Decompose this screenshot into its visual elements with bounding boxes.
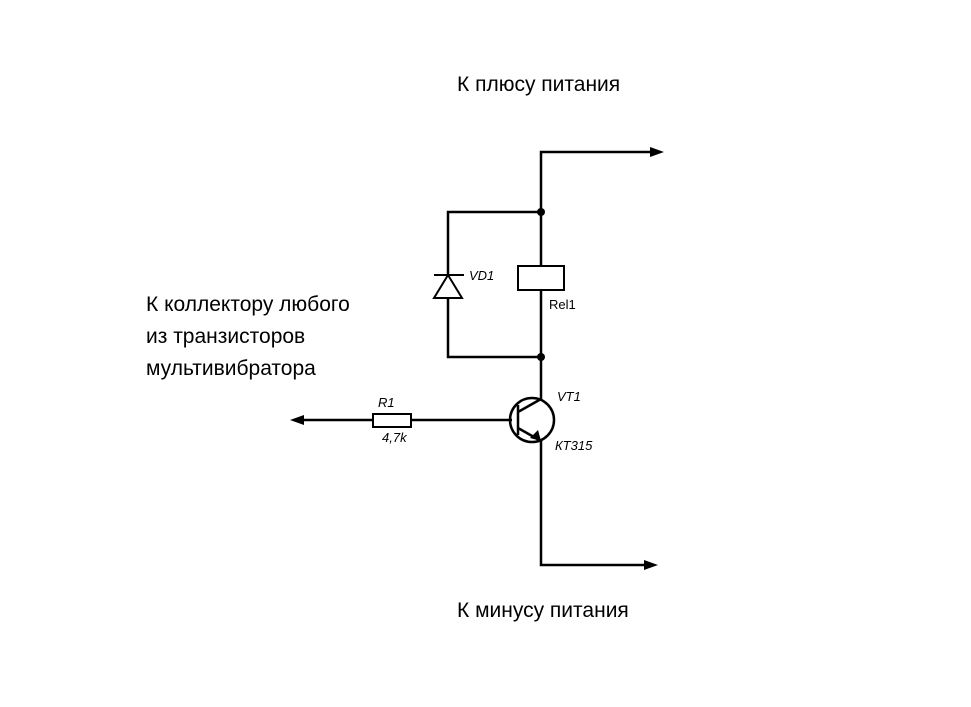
collector-label-line2: из транзисторов bbox=[146, 325, 306, 348]
junction-top bbox=[537, 208, 545, 216]
relay-coil bbox=[517, 265, 565, 291]
resistor-body bbox=[372, 413, 412, 428]
arrow-minus-icon bbox=[644, 560, 658, 570]
minus-label: К минусу питания bbox=[457, 599, 629, 622]
diode-ref: VD1 bbox=[469, 268, 495, 283]
emitter-arrow-icon bbox=[530, 430, 541, 441]
arrow-input-icon bbox=[290, 415, 304, 425]
transistor-icon bbox=[508, 396, 556, 444]
collector-label-line1: К коллектору любого bbox=[146, 293, 350, 316]
plus-label: К плюсу питания bbox=[457, 73, 621, 96]
transistor-ref: VT1 bbox=[557, 389, 581, 404]
wire-minus bbox=[539, 440, 648, 567]
junction-bottom bbox=[537, 353, 545, 361]
resistor-value: 4,7k bbox=[382, 430, 407, 445]
relay-ref: Rel1 bbox=[549, 297, 576, 312]
collector-label-line3: мультивибратора bbox=[146, 357, 316, 380]
arrow-plus-icon bbox=[650, 147, 664, 157]
resistor-ref: R1 bbox=[378, 395, 395, 410]
transistor-model: КТ315 bbox=[555, 438, 593, 453]
wire-plus bbox=[539, 150, 652, 212]
diode-icon bbox=[432, 273, 464, 299]
